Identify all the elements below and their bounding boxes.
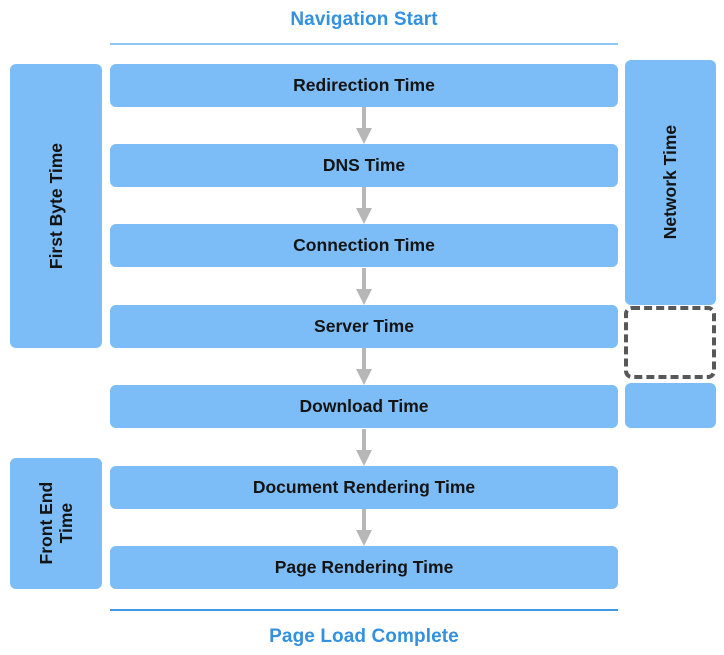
- flow-step-label: Server Time: [314, 315, 414, 336]
- flow-arrow-down-icon: [356, 107, 372, 144]
- flow-step-label: Connection Time: [293, 234, 435, 255]
- dashed-gap-placeholder: [624, 306, 716, 379]
- flow-arrow-down-icon: [356, 187, 372, 224]
- flow-step-dns-time[interactable]: DNS Time: [110, 144, 618, 187]
- group-front-end-time: Front End Time: [10, 458, 102, 589]
- page-load-complete-label: Page Load Complete: [269, 626, 459, 647]
- group-first-byte-time: First Byte Time: [10, 64, 102, 348]
- flow-arrow-down-icon: [356, 509, 372, 546]
- group-network-time-label: Network Time: [660, 125, 681, 240]
- flow-arrow-down-icon: [356, 268, 372, 305]
- flow-step-page-rendering-time[interactable]: Page Rendering Time: [110, 546, 618, 589]
- flow-step-connection-time[interactable]: Connection Time: [110, 224, 618, 267]
- flow-step-server-time[interactable]: Server Time: [110, 305, 618, 348]
- flow-step-redirection-time[interactable]: Redirection Time: [110, 64, 618, 107]
- flow-step-label: DNS Time: [322, 154, 406, 175]
- group-network-time: Network Time: [625, 60, 716, 305]
- group-front-end-time-label: Front End Time: [35, 482, 76, 565]
- flow-arrow-down-icon: [356, 348, 372, 385]
- flow-step-document-rendering-time[interactable]: Document Rendering Time: [110, 466, 618, 509]
- top-divider-rule: [110, 43, 618, 45]
- flow-step-download-time[interactable]: Download Time: [110, 385, 618, 428]
- flow-step-label: Redirection Time: [293, 74, 435, 95]
- flow-step-label: Document Rendering Time: [252, 476, 476, 497]
- flow-step-label: Download Time: [299, 395, 429, 416]
- navigation-start-label: Navigation Start: [290, 9, 438, 30]
- bottom-divider-rule: [110, 609, 618, 611]
- group-first-byte-time-label: First Byte Time: [45, 142, 66, 270]
- flow-arrow-down-icon: [356, 429, 372, 466]
- flow-step-label: Page Rendering Time: [274, 556, 454, 577]
- group-network-tail: [625, 383, 716, 428]
